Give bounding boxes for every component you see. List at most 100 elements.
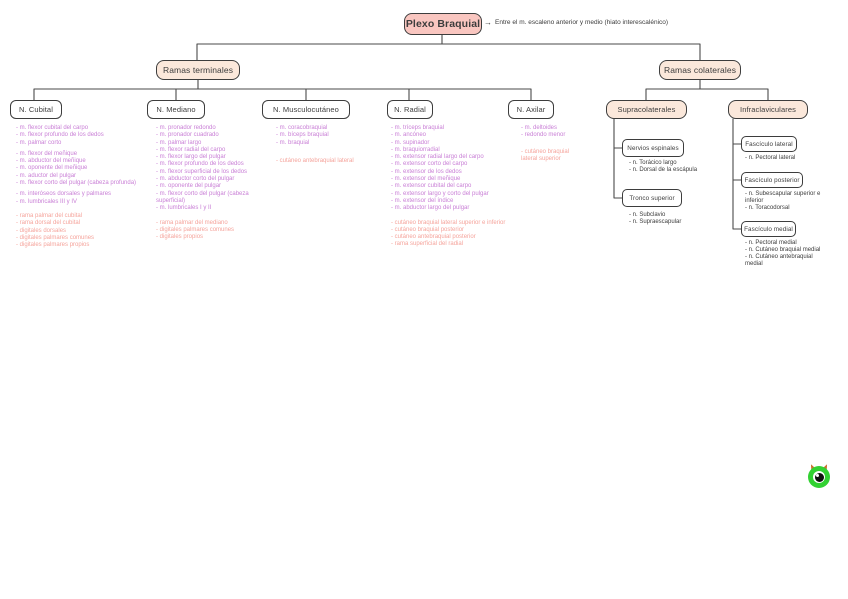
list-item: - m. extensor cubital del carpo	[391, 183, 472, 190]
node-fasciculo-posterior[interactable]: Fascículo posterior	[741, 172, 803, 188]
mediano-lists: - m. pronador redondo- m. pronador cuadr…	[156, 125, 268, 241]
musculocutaneo-lists: - m. coracobraquial- m. bíceps braquial-…	[276, 125, 376, 165]
list-item: - cutáneo braquial posterior	[391, 226, 465, 233]
node-supracolaterales[interactable]: Supracolaterales	[606, 100, 687, 119]
arrow-right-icon: →	[484, 18, 492, 27]
list-item: - m. flexor del meñique	[16, 150, 78, 157]
list-item: - rama superficial del radial	[391, 241, 464, 248]
list-item: - m. flexor profundo de los dedos	[156, 161, 244, 168]
list-item: - m. pronador redondo	[156, 125, 216, 131]
connector-root	[196, 34, 701, 61]
list-item: - m. extensor largo y corto del pulgar	[391, 190, 489, 197]
list-item: - digitales palmares comunes	[156, 226, 235, 233]
list-item: - redondo menor	[521, 132, 566, 139]
list-item: - m. palmar largo	[156, 139, 202, 146]
list-item: - m. supinador	[391, 139, 430, 146]
node-plexo-braquial[interactable]: Plexo Braquial	[404, 13, 482, 35]
list-item: - cutáneo braquial lateral superior e in…	[391, 219, 506, 226]
list-item: - cutáneo antebraquial lateral	[276, 157, 354, 164]
radial-cutaneous-list: - cutáneo braquial lateral superior e in…	[391, 220, 519, 249]
list-item: - m. oponente del pulgar	[156, 183, 222, 190]
node-n-radial[interactable]: N. Radial	[387, 100, 433, 119]
tronco-superior-list-wrap: - n. Subclavio- n. Supraescapular	[629, 212, 711, 226]
list-item: - m. extensor radial largo del carpo	[391, 154, 484, 161]
list-item: - m. flexor corto del pulgar (cabeza pro…	[16, 180, 137, 187]
list-item: - m. flexor superficial de los dedos	[156, 168, 248, 175]
annotation-text: Entre el m. escaleno anterior y medio (h…	[495, 19, 669, 26]
list-item: - m. palmar corto	[16, 139, 62, 146]
node-n-axilar[interactable]: N. Axilar	[508, 100, 554, 119]
list-item: - m. extensor corto del carpo	[391, 161, 468, 168]
musculocutaneo-cutaneous-list: - cutáneo antebraquial lateral	[276, 158, 376, 165]
fasciculo-lateral-list-wrap: - n. Pectoral lateral	[745, 155, 817, 162]
list-item: - m. extensor del meñique	[391, 176, 461, 183]
nervios-espinales-list-wrap: - n. Torácico largo- n. Dorsal de la esc…	[629, 160, 711, 174]
list-item: - n. Dorsal de la escápula	[629, 167, 698, 173]
fasciculo-posterior-list-wrap: - n. Subescapular superior e inferior- n…	[745, 191, 827, 212]
list-item: - n. Torácico largo	[629, 160, 677, 166]
list-item: - m. flexor corto del pulgar (cabeza sup…	[156, 190, 249, 204]
list-item: - m. flexor radial del carpo	[156, 146, 226, 153]
avatar-pupil	[814, 472, 824, 482]
avatar-eye-glint	[816, 474, 819, 477]
list-item: - n. Cutáneo braquial medial	[745, 247, 821, 253]
list-item: - n. Pectoral medial	[745, 240, 797, 246]
fasciculo-lateral-list: - n. Pectoral lateral	[745, 155, 817, 162]
axilar-lists: - m. deltoides- redondo menor - cutáneo …	[521, 125, 583, 163]
radial-muscles-list: - m. tríceps braquial- m. ancóneo- m. su…	[391, 125, 519, 213]
node-fasciculo-medial[interactable]: Fascículo medial	[741, 221, 796, 237]
node-nervios-espinales[interactable]: Nervios espinales	[622, 139, 684, 157]
node-ramas-terminales[interactable]: Ramas terminales	[156, 60, 240, 80]
list-item: - n. Toracodorsal	[745, 205, 790, 211]
radial-lists: - m. tríceps braquial- m. ancóneo- m. su…	[391, 125, 519, 249]
root-annotation: → Entre el m. escaleno anterior y medio …	[484, 18, 668, 27]
list-item: - digitales dorsales	[16, 227, 67, 234]
list-item: - m. aductor del pulgar	[16, 172, 77, 179]
list-item: - m. flexor cubital del carpo	[16, 125, 89, 131]
connector-colaterales	[645, 79, 769, 101]
list-item: - n. Cutáneo antebraquial medial	[745, 254, 813, 267]
list-item: - n. Pectoral lateral	[745, 155, 796, 161]
fasciculo-posterior-list: - n. Subescapular superior e inferior- n…	[745, 191, 827, 212]
cubital-lists: - m. flexor cubital del carpo- m. flexor…	[16, 125, 144, 249]
node-n-cubital[interactable]: N. Cubital	[10, 100, 62, 119]
list-item: - m. braquiorradial	[391, 146, 440, 153]
connector-terminales	[33, 79, 532, 101]
list-item: - rama palmar del cubital	[16, 212, 83, 219]
list-item: - n. Supraescapular	[629, 219, 682, 225]
list-item: - m. lumbricales I y II	[156, 205, 212, 212]
node-n-musculocutaneo[interactable]: N. Musculocutáneo	[262, 100, 350, 119]
list-item: - m. braquial	[276, 139, 310, 146]
connector-infra-bracket	[732, 118, 742, 230]
list-item: - digitales palmares comunes	[16, 234, 95, 241]
list-item: - m. pronador cuadrado	[156, 132, 219, 139]
list-item: - n. Subclavio	[629, 212, 666, 218]
node-ramas-colaterales[interactable]: Ramas colaterales	[659, 60, 741, 80]
list-item: - m. deltoides	[521, 125, 558, 131]
list-item: - m. oponente del meñique	[16, 165, 88, 172]
list-item: - rama palmar del mediano	[156, 219, 228, 226]
list-item: - m. bíceps braquial	[276, 132, 329, 139]
list-item: - m. abductor largo del pulgar	[391, 205, 470, 212]
list-item: - cutáneo braquial lateral superior	[521, 148, 570, 162]
list-item: - m. flexor profundo de los dedos	[16, 132, 104, 139]
node-tronco-superior[interactable]: Tronco superior	[622, 189, 682, 207]
node-fasciculo-lateral[interactable]: Fascículo lateral	[741, 136, 797, 152]
list-item: - rama dorsal del cubital	[16, 220, 81, 227]
cubital-cutaneous-list: - rama palmar del cubital- rama dorsal d…	[16, 213, 144, 249]
list-item: - m. abductor del meñique	[16, 158, 86, 165]
cubital-muscles-list: - m. flexor cubital del carpo- m. flexor…	[16, 125, 144, 206]
fasciculo-medial-list: - n. Pectoral medial- n. Cutáneo braquia…	[745, 240, 821, 268]
list-item: - m. flexor largo del pulgar	[156, 154, 226, 161]
node-n-mediano[interactable]: N. Mediano	[147, 100, 205, 119]
axilar-muscles-list: - m. deltoides- redondo menor	[521, 125, 583, 140]
node-infraclaviculares[interactable]: Infraclaviculares	[728, 100, 808, 119]
axilar-cutaneous-list: - cutáneo braquial lateral superior	[521, 149, 583, 164]
musculocutaneo-muscles-list: - m. coracobraquial- m. bíceps braquial-…	[276, 125, 376, 147]
list-item: - m. tríceps braquial	[391, 125, 445, 131]
fasciculo-medial-list-wrap: - n. Pectoral medial- n. Cutáneo braquia…	[745, 240, 821, 268]
list-item: - m. abductor corto del pulgar	[156, 176, 235, 183]
recorder-avatar[interactable]	[808, 466, 830, 488]
tronco-superior-list: - n. Subclavio- n. Supraescapular	[629, 212, 711, 226]
